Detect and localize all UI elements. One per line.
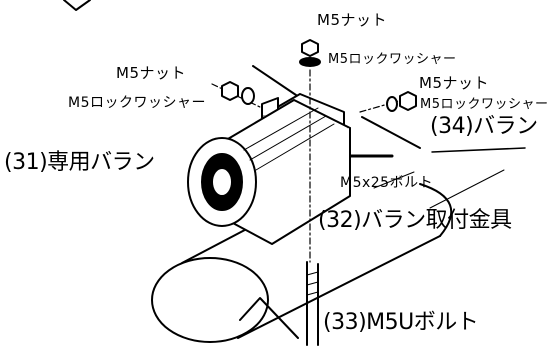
label-part32: (32)バラン取付金具: [318, 208, 512, 233]
right-nut-washer: [386, 91, 417, 112]
u-bolt: [239, 261, 319, 346]
mast-pipe: [151, 179, 453, 343]
left-nut-washer: [221, 81, 255, 105]
label-bolt: M5x25ボルト: [340, 175, 434, 191]
label-part31: (31)専用バラン: [4, 150, 155, 175]
leader-part32: [429, 169, 505, 209]
top-nut-washer: [299, 39, 321, 67]
leader-bolt: [373, 171, 415, 189]
label-washer-left: M5ロックワッシャー: [68, 95, 206, 111]
label-part33: (33)M5Uボルト: [323, 310, 479, 335]
label-nut-left: M5ナット: [116, 64, 186, 82]
arrow-fragment: [63, 0, 91, 11]
antenna-wire-right: [361, 116, 421, 149]
label-nut-top: M5ナット: [317, 11, 387, 29]
label-nut-right: M5ナット: [419, 74, 489, 92]
assembly-diagram: M5ナット M5ロックワッシャー M5ナット M5ロックワッシャー M5ナット …: [4, 0, 548, 346]
diagram-drawing: [63, 0, 526, 346]
label-washer-right: M5ロックワッシャー: [420, 97, 549, 112]
antenna-wire-far-right: [431, 147, 526, 153]
balun-body: [187, 99, 351, 245]
label-washer-top: M5ロックワッシャー: [328, 52, 457, 67]
antenna-wire: [252, 65, 297, 96]
label-part34: (34)バラン: [430, 114, 538, 139]
